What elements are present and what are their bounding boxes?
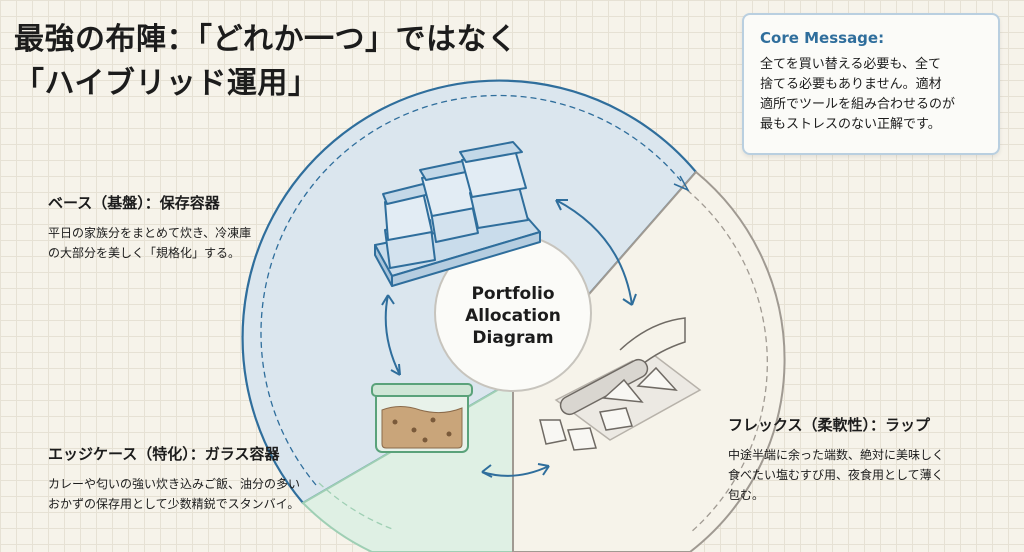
flex-description-line: 食べたい塩むすび用、夜食用として薄く bbox=[728, 468, 944, 482]
arrowhead bbox=[622, 293, 637, 306]
title-line-2: 「ハイブリッド運用」 bbox=[14, 66, 319, 101]
flex-description: 中途半端に余った端数、絶対に美味しく 食べたい塩むすび用、夜食用として薄く 包む… bbox=[728, 445, 944, 505]
arrowhead bbox=[390, 363, 401, 376]
core-message-line: 最もストレスのない正解です。 bbox=[760, 117, 941, 132]
center-label-line-3: Diagram bbox=[472, 328, 553, 348]
edge-segment-dashed-border bbox=[318, 482, 396, 531]
core-message-box: Core Message: 全てを買い替える必要も、全て 捨てる必要もありません… bbox=[742, 13, 1000, 155]
base-label: ベース（基盤）：保存容器 平日の家族分をまとめて炊き、冷凍庫 の大部分を美しく「… bbox=[48, 192, 251, 263]
flex-label: フレックス（柔軟性）：ラップ 中途半端に余った端数、絶対に美味しく 食べたい塩む… bbox=[728, 414, 944, 505]
arrow-edge-flex bbox=[481, 465, 550, 477]
flex-segment-dashed-border bbox=[686, 189, 768, 534]
flex-segment-arrowhead bbox=[673, 175, 690, 192]
center-label-line-1: Portfolio bbox=[471, 284, 554, 304]
core-message-line: 適所でツールを組み合わせるのが bbox=[760, 97, 956, 112]
core-message-heading: Core Message: bbox=[760, 29, 885, 47]
glass-container-icon bbox=[371, 383, 473, 453]
base-description-line: 平日の家族分をまとめて炊き、冷凍庫 bbox=[48, 226, 252, 240]
stacked-containers-icon bbox=[374, 141, 541, 287]
flex-description-line: 中途半端に余った端数、絶対に美味しく bbox=[728, 448, 945, 462]
base-segment-dashed-border bbox=[260, 94, 682, 486]
title-line-1: 最強の布陣：「どれか一つ」ではなく bbox=[14, 22, 518, 57]
core-message-line: 捨てる必要もありません。適材 bbox=[760, 77, 942, 92]
flex-description-line: 包む。 bbox=[728, 488, 765, 502]
arrow-base-edge bbox=[384, 294, 401, 376]
page-title: 最強の布陣：「どれか一つ」ではなく 「ハイブリッド運用」 bbox=[14, 18, 518, 106]
core-message-line: 全てを買い替える必要も、全て bbox=[760, 57, 941, 72]
arrowhead bbox=[555, 199, 568, 211]
edge-description-line: カレーや匂いの強い炊き込みご飯、油分の多い bbox=[48, 477, 301, 491]
edge-description: カレーや匂いの強い炊き込みご飯、油分の多い おかずの保存用として少数精鋭でスタン… bbox=[48, 474, 300, 514]
center-label-line-2: Allocation bbox=[465, 306, 561, 326]
core-message-body: 全てを買い替える必要も、全て 捨てる必要もありません。適材 適所でツールを組み合… bbox=[760, 55, 984, 135]
base-description: 平日の家族分をまとめて炊き、冷凍庫 の大部分を美しく「規格化」する。 bbox=[48, 223, 251, 263]
arrow-base-flex bbox=[555, 199, 633, 306]
arrowhead bbox=[381, 294, 395, 306]
base-description-line: の大部分を美しく「規格化」する。 bbox=[48, 246, 241, 260]
arrowhead bbox=[481, 464, 493, 478]
edge-heading: エッジケース（特化）：ガラス容器 bbox=[48, 445, 280, 463]
flex-heading: フレックス（柔軟性）：ラップ bbox=[728, 416, 931, 434]
connection-arrows bbox=[381, 199, 637, 478]
arrowhead bbox=[537, 463, 550, 476]
edge-description-line: おかずの保存用として少数精鋭でスタンバイ。 bbox=[48, 497, 300, 511]
plastic-wrap-icon bbox=[539, 317, 702, 451]
edge-label: エッジケース（特化）：ガラス容器 カレーや匂いの強い炊き込みご飯、油分の多い お… bbox=[48, 443, 300, 514]
base-heading: ベース（基盤）：保存容器 bbox=[48, 194, 220, 212]
